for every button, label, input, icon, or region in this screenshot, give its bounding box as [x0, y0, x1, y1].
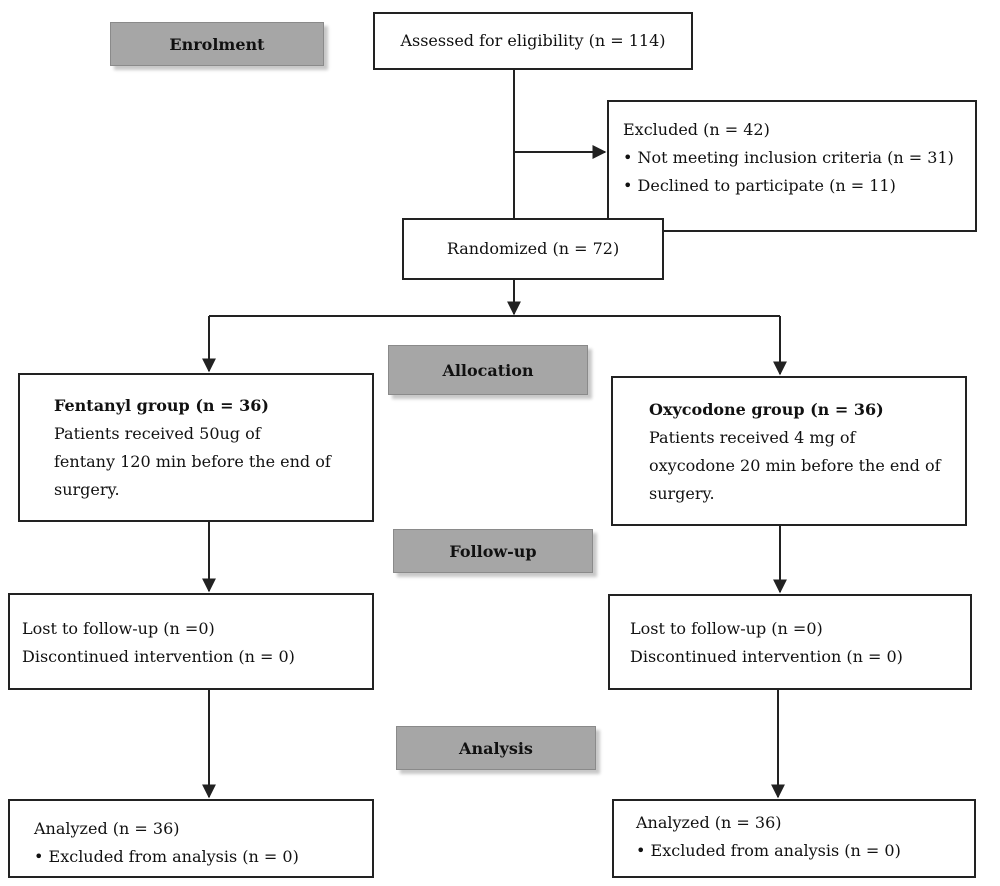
- oxycodone-group-line: oxycodone 20 min before the end of: [649, 456, 941, 475]
- fentanyl-followup-box: Lost to follow-up (n =0) Discontinued in…: [8, 593, 374, 690]
- assessed-text: Assessed for eligibility (n = 114): [400, 31, 666, 50]
- oxycodone-followup-line: Lost to follow-up (n =0): [630, 619, 823, 638]
- oxycodone-analysis-line: • Excluded from analysis (n = 0): [636, 841, 901, 860]
- stage-analysis: Analysis: [396, 726, 596, 770]
- fentanyl-group-line: fentany 120 min before the end of: [54, 452, 331, 471]
- fentanyl-analysis-line: Analyzed (n = 36): [34, 819, 180, 838]
- fentanyl-followup-line: Lost to follow-up (n =0): [22, 619, 215, 638]
- excluded-item: • Not meeting inclusion criteria (n = 31…: [623, 148, 954, 167]
- fentanyl-followup-line: Discontinued intervention (n = 0): [22, 647, 295, 666]
- oxycodone-followup-box: Lost to follow-up (n =0) Discontinued in…: [608, 594, 972, 690]
- oxycodone-followup-line: Discontinued intervention (n = 0): [630, 647, 903, 666]
- stage-follow-up: Follow-up: [393, 529, 593, 573]
- fentanyl-group-title: Fentanyl group (n = 36): [54, 396, 269, 415]
- fentanyl-analysis-box: Analyzed (n = 36) • Excluded from analys…: [8, 799, 374, 878]
- oxycodone-analysis-line: Analyzed (n = 36): [636, 813, 782, 832]
- excluded-item: • Declined to participate (n = 11): [623, 176, 896, 195]
- excluded-box: Excluded (n = 42) • Not meeting inclusio…: [607, 100, 977, 232]
- oxycodone-group-title: Oxycodone group (n = 36): [649, 400, 884, 419]
- excluded-title: Excluded (n = 42): [623, 120, 770, 139]
- assessed-box: Assessed for eligibility (n = 114): [373, 12, 693, 70]
- oxycodone-group-line: Patients received 4 mg of: [649, 428, 856, 447]
- oxycodone-group-line: surgery.: [649, 484, 715, 503]
- fentanyl-group-line: surgery.: [54, 480, 120, 499]
- fentanyl-analysis-line: • Excluded from analysis (n = 0): [34, 847, 299, 866]
- stage-allocation: Allocation: [388, 345, 588, 395]
- oxycodone-analysis-box: Analyzed (n = 36) • Excluded from analys…: [612, 799, 976, 878]
- fentanyl-group-box: Fentanyl group (n = 36) Patients receive…: [18, 373, 374, 522]
- stage-enrolment: Enrolment: [110, 22, 324, 66]
- oxycodone-group-box: Oxycodone group (n = 36) Patients receiv…: [611, 376, 967, 526]
- fentanyl-group-line: Patients received 50ug of: [54, 424, 261, 443]
- randomized-text: Randomized (n = 72): [446, 239, 620, 258]
- randomized-box: Randomized (n = 72): [402, 218, 664, 280]
